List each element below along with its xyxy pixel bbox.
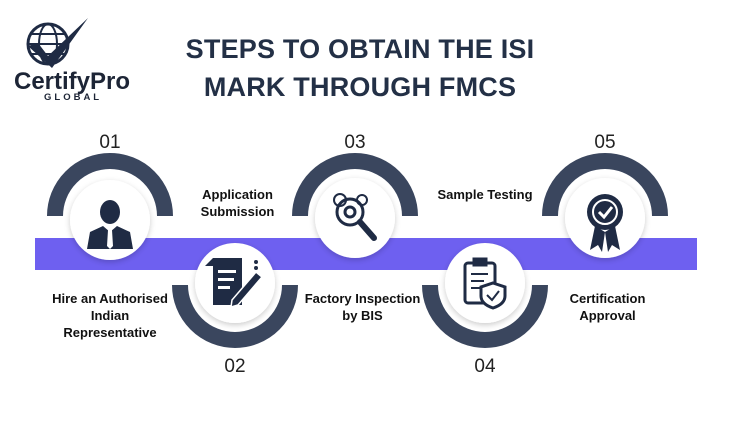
step-1-number: 01 [99,132,121,153]
step-5-arc [542,153,668,217]
step-4-circle [445,243,525,323]
step-5-number: 05 [594,132,616,153]
step-5-label: Certification Approval [569,291,646,323]
logo-name: CertifyPro [14,68,131,95]
badge-check-icon [587,194,623,252]
step-4-label: Sample Testing [437,187,533,202]
step-3-circle [315,178,395,258]
step-4-number: 04 [474,356,496,377]
step-1-arc [47,153,173,217]
page-title: STEPS TO OBTAIN THE ISI MARK THROUGH FMC… [185,34,535,102]
step-3-number: 03 [344,132,366,153]
step-2-number: 02 [224,356,246,377]
step-2-label: Application Submission [200,187,275,219]
step-4-arc [422,284,548,348]
document-pen-icon [205,258,264,309]
logo-subtitle: GLOBAL [44,92,103,103]
logo-globe-check-icon [26,18,88,68]
magnifier-gear-icon [333,193,377,241]
step-2-arc [172,284,298,348]
step-3-arc [292,153,418,217]
step-3-label: Factory Inspection by BIS [304,291,421,323]
person-suit-icon [87,200,133,249]
clipboard-shield-icon [463,257,507,310]
step-1-label: Hire an Authorised Indian Representative [52,291,168,340]
